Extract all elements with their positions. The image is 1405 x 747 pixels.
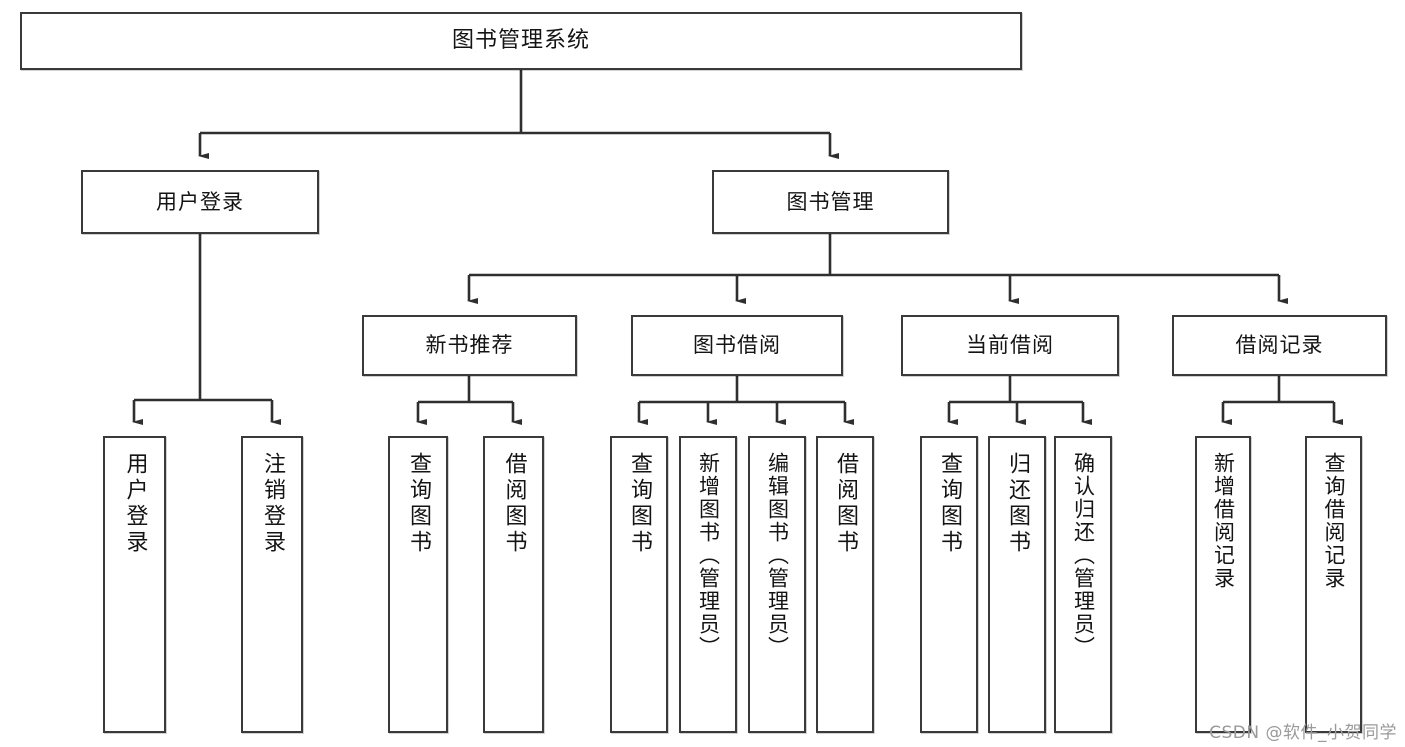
leaf-confirm-return-admin[interactable]: 确认归还（管理员） xyxy=(1054,436,1112,733)
node-label: 用户登录 xyxy=(156,189,244,214)
node-label: 编辑图书（管理员） xyxy=(765,452,790,659)
node-label: 当前借阅 xyxy=(966,333,1054,358)
node-label: 新增借阅记录 xyxy=(1211,452,1236,590)
leaf-add-book-admin[interactable]: 新增图书（管理员） xyxy=(679,436,737,733)
node-book-management[interactable]: 图书管理 xyxy=(712,170,949,234)
node-label: 查询图书 xyxy=(937,452,962,556)
leaf-borrow-book[interactable]: 借阅图书 xyxy=(816,436,874,733)
leaf-add-borrow-record[interactable]: 新增借阅记录 xyxy=(1195,436,1251,733)
node-root[interactable]: 图书管理系统 xyxy=(20,12,1022,70)
node-label: 确认归还（管理员） xyxy=(1071,452,1096,659)
node-label: 归还图书 xyxy=(1005,452,1030,556)
node-user-login[interactable]: 用户登录 xyxy=(81,170,319,234)
node-label: 图书借阅 xyxy=(693,333,781,358)
node-label: 借阅图书 xyxy=(833,452,858,556)
node-new-book-recommend[interactable]: 新书推荐 xyxy=(362,315,577,376)
node-label: 借阅图书 xyxy=(501,452,527,556)
leaf-query-borrow-record[interactable]: 查询借阅记录 xyxy=(1305,436,1362,733)
leaf-query-book-recommend[interactable]: 查询图书 xyxy=(388,436,448,733)
leaf-user-logout[interactable]: 注销登录 xyxy=(241,436,303,733)
node-label: 查询图书 xyxy=(627,452,652,556)
leaf-borrow-book-recommend[interactable]: 借阅图书 xyxy=(483,436,544,733)
leaf-edit-book-admin[interactable]: 编辑图书（管理员） xyxy=(748,436,806,733)
leaf-query-book-current[interactable]: 查询图书 xyxy=(920,436,978,733)
node-label: 注销登录 xyxy=(260,452,285,556)
node-borrow-record[interactable]: 借阅记录 xyxy=(1172,315,1387,376)
node-label: 图书管理系统 xyxy=(451,28,590,54)
node-book-borrow[interactable]: 图书借阅 xyxy=(631,315,843,376)
node-label: 查询图书 xyxy=(406,452,431,556)
leaf-user-login[interactable]: 用户登录 xyxy=(103,436,166,733)
watermark-text: CSDN @软件_小贺同学 xyxy=(1209,723,1397,743)
node-current-borrow[interactable]: 当前借阅 xyxy=(901,315,1119,376)
leaf-query-book-borrow[interactable]: 查询图书 xyxy=(610,436,668,733)
leaf-return-book[interactable]: 归还图书 xyxy=(988,436,1046,733)
node-label: 图书管理 xyxy=(786,189,875,214)
node-label: 借阅记录 xyxy=(1235,333,1324,358)
node-label: 查询借阅记录 xyxy=(1322,452,1346,590)
node-label: 新书推荐 xyxy=(425,333,514,358)
node-label: 用户登录 xyxy=(122,452,148,556)
node-label: 新增图书（管理员） xyxy=(696,452,721,659)
